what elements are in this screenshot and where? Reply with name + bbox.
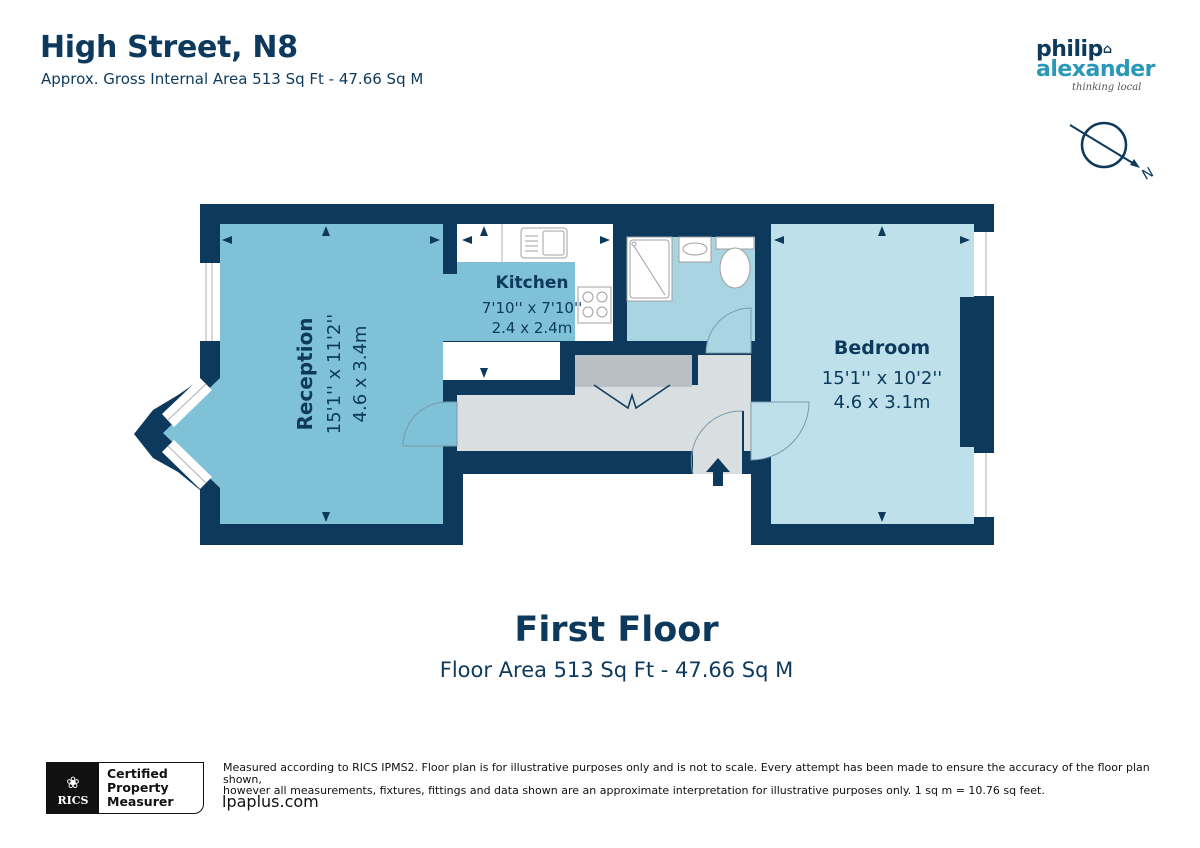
kitchen-floor [457, 262, 575, 341]
reception-floor [163, 224, 457, 524]
reception-label: Reception 15'1'' x 11'2'' 4.6 x 3.4m [293, 314, 371, 435]
agent-logo: philip⌂ alexander thinking local [1036, 37, 1166, 94]
room-dimensions-imperial: 15'1'' x 11'2'' [324, 314, 345, 435]
bedroom-dimensions-imperial: 15'1'' x 10'2'' [822, 368, 943, 389]
disclaimer: Measured according to RICS IPMS2. Floor … [223, 761, 1150, 797]
kitchen-name: Kitchen [496, 273, 569, 293]
entrance-door[interactable] [690, 410, 744, 475]
measurement-arrows [222, 226, 970, 522]
cupboard [575, 355, 692, 387]
window [974, 232, 994, 517]
kitchen-dimensions-metric: 2.4 x 2.4m [492, 319, 573, 337]
gross-area-subtitle: Approx. Gross Internal Area 513 Sq Ft - … [41, 70, 424, 88]
bedroom-name: Bedroom [834, 337, 930, 359]
shower-tray-icon [626, 236, 673, 302]
basin-icon [678, 236, 712, 263]
reception-door[interactable] [402, 401, 458, 447]
floor-title: First Floor [514, 610, 719, 650]
logo-line-2: alexander [1036, 57, 1156, 82]
room-dimensions-metric: 4.6 x 3.4m [350, 326, 371, 423]
toilet-icon [715, 236, 755, 289]
bedroom-floor [771, 224, 974, 524]
logo-line-1: philip⌂ [1036, 37, 1112, 62]
window [200, 263, 220, 341]
rics-logo: ❀ RICS [47, 763, 99, 813]
bay-window [162, 378, 212, 489]
property-title: High Street, N8 [40, 30, 298, 65]
logo-tagline: thinking local [1072, 82, 1142, 93]
house-icon: ⌂ [1102, 42, 1112, 57]
kitchen-dimensions-imperial: 7'10'' x 7'10'' [482, 299, 582, 317]
website-link[interactable]: lpaplus.com [222, 792, 319, 811]
bedroom-door[interactable] [750, 401, 810, 461]
rics-certified-badge: ❀ RICS Certified Property Measurer [46, 762, 204, 814]
cupboard-doors[interactable] [593, 384, 671, 410]
floor-area: Floor Area 513 Sq Ft - 47.66 Sq M [439, 658, 794, 682]
certified-measurer-text: Certified Property Measurer [107, 766, 174, 809]
compass-icon: N [1069, 121, 1157, 184]
hallway-floor [457, 355, 751, 474]
storage-area [443, 342, 560, 380]
entrance-arrow-icon [706, 458, 730, 486]
room-name: Reception [293, 317, 317, 430]
sink-icon [520, 227, 568, 259]
bedroom-dimensions-metric: 4.6 x 3.1m [834, 392, 931, 413]
bathroom-door[interactable] [705, 307, 752, 354]
lion-icon: ❀ [66, 773, 80, 792]
hob-icon [577, 286, 612, 324]
